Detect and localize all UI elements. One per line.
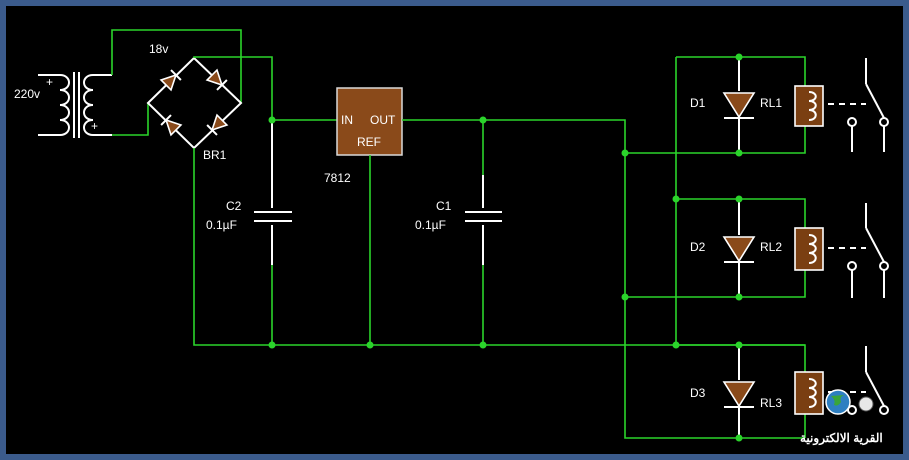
relay-stage-1 bbox=[625, 56, 889, 154]
wire-secondary-bottom bbox=[112, 103, 149, 136]
voltage-regulator: IN OUT REF bbox=[336, 87, 403, 156]
regulator-ref-label: REF bbox=[357, 135, 381, 149]
wire-bridge-negative bbox=[193, 148, 805, 346]
capacitor-c1 bbox=[465, 175, 502, 265]
c2-value-label: 0.1µF bbox=[206, 218, 237, 232]
junction-dots bbox=[268, 53, 743, 442]
wire-bridge-positive bbox=[193, 56, 337, 121]
wire-output-rail bbox=[402, 119, 805, 439]
relay-stage-2 bbox=[625, 198, 889, 298]
bridge-label: BR1 bbox=[203, 148, 227, 162]
d1-label: D1 bbox=[690, 96, 706, 110]
gear-icon bbox=[858, 396, 874, 412]
regulator-in-label: IN bbox=[341, 113, 353, 127]
d3-label: D3 bbox=[690, 386, 706, 400]
capacitor-c2 bbox=[254, 120, 292, 265]
c1-name-label: C1 bbox=[436, 199, 452, 213]
primary-voltage-label: 220v bbox=[14, 87, 40, 101]
d2-label: D2 bbox=[690, 240, 706, 254]
bridge-rectifier bbox=[146, 56, 243, 150]
diode-d3-icon bbox=[722, 381, 756, 408]
secondary-voltage-label: 18v bbox=[149, 42, 168, 56]
c2-name-label: C2 bbox=[226, 199, 242, 213]
rl1-label: RL1 bbox=[760, 96, 782, 110]
diode-d2-icon bbox=[722, 236, 756, 263]
regulator-part-label: 7812 bbox=[324, 171, 351, 185]
rl3-label: RL3 bbox=[760, 396, 782, 410]
secondary-plus-label: + bbox=[91, 119, 98, 133]
relay-stage-3 bbox=[676, 344, 889, 438]
diode-d1-icon bbox=[722, 92, 756, 119]
rl2-label: RL2 bbox=[760, 240, 782, 254]
c1-value-label: 0.1µF bbox=[415, 218, 446, 232]
primary-plus-label: + bbox=[46, 75, 53, 89]
wire-secondary-top bbox=[111, 29, 242, 103]
watermark-logo: القرية الالكترونية bbox=[800, 389, 883, 446]
regulator-out-label: OUT bbox=[370, 113, 396, 127]
transformer: 220v + + bbox=[14, 72, 112, 138]
watermark-text: القرية الالكترونية bbox=[800, 431, 883, 446]
